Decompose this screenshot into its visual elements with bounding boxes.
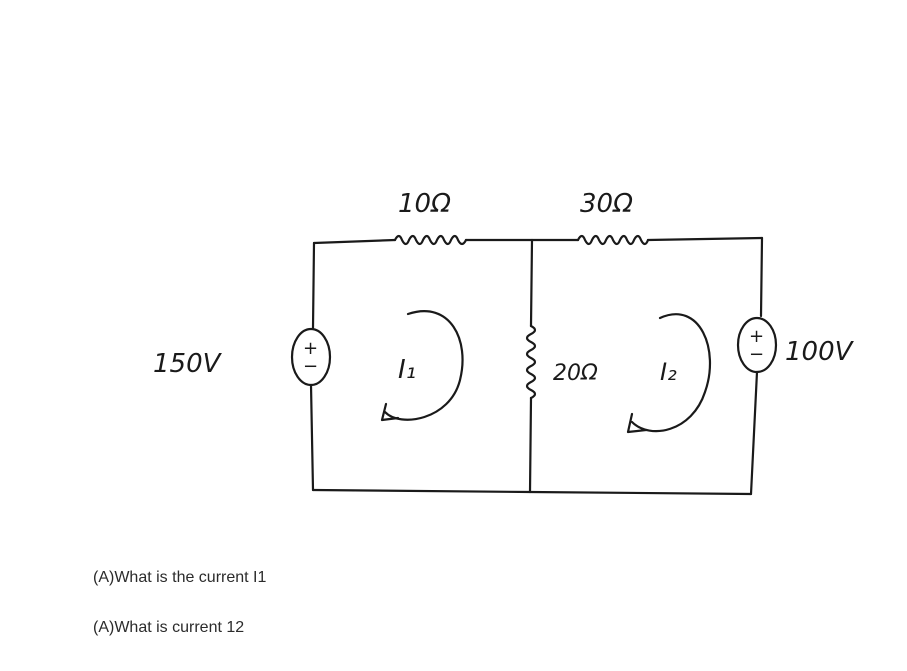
- wire-top-right: [646, 236, 764, 242]
- arrowhead-left-icon: [380, 402, 400, 422]
- source-100v-minus: −: [749, 344, 764, 365]
- source-150v-minus: −: [303, 356, 318, 377]
- resistor-10-ohm-label: 10Ω: [398, 189, 451, 219]
- resistor-20-ohm-label: 20Ω: [553, 361, 598, 386]
- wire-left-upper: [311, 241, 316, 330]
- loop-current-arrow-left: [383, 310, 464, 421]
- question-current-i2: (A)What is current 12: [93, 619, 245, 636]
- wire-middle-lower: [528, 396, 533, 494]
- source-150v-plus: +: [303, 338, 318, 359]
- wire-right-upper: [759, 236, 764, 318]
- loop-current-arrow-right: [630, 313, 712, 433]
- loop-current-i2-label: I₂: [660, 358, 677, 386]
- wire-middle-upper: [529, 238, 534, 328]
- resistor-30-ohm-label: 30Ω: [580, 189, 633, 219]
- wire-left-lower: [309, 383, 315, 492]
- loop-current-i1-label: I₁: [398, 355, 416, 385]
- resistor-10-ohm-symbol: [393, 234, 468, 246]
- source-150v-label: 150V: [153, 349, 223, 379]
- source-100v-label: 100V: [785, 337, 855, 367]
- wire-top-left: [312, 238, 397, 245]
- resistor-30-ohm-symbol: [576, 234, 650, 246]
- question-current-i1: (A)What is the current I1: [93, 569, 267, 586]
- arrowhead-right-icon: [626, 412, 648, 434]
- source-100v-plus: +: [749, 326, 764, 347]
- wire-right-lower: [749, 370, 759, 496]
- resistor-20-ohm-symbol: [525, 324, 537, 400]
- wire-bottom: [311, 488, 753, 496]
